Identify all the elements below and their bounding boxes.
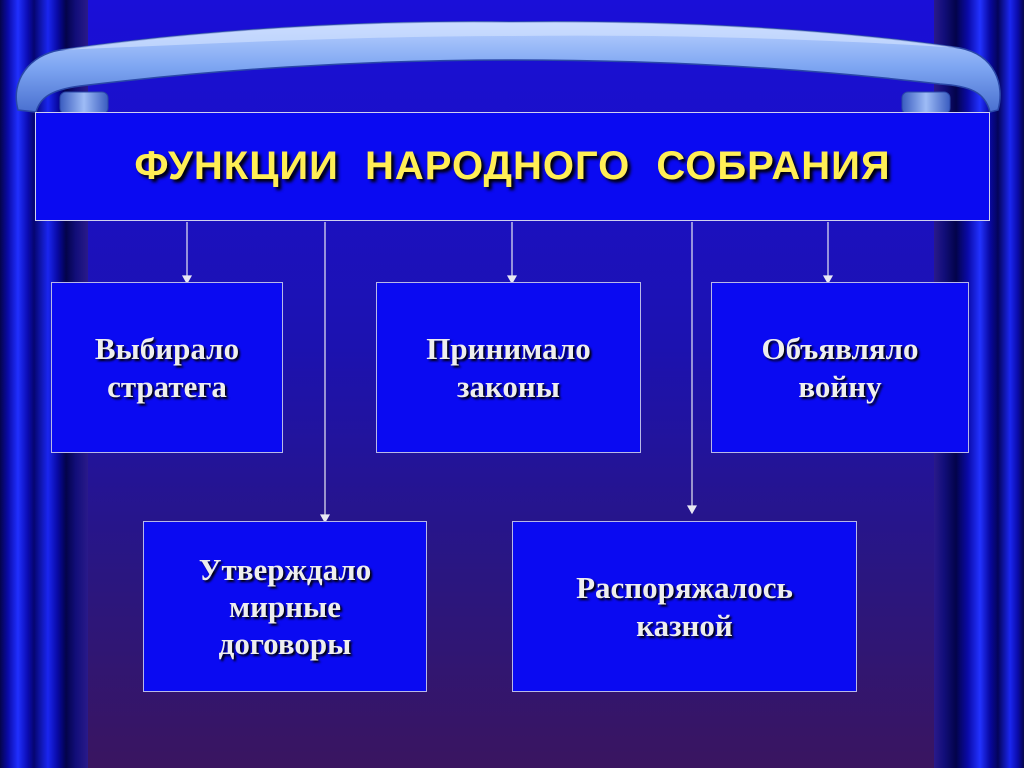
title-box: ФУНКЦИИ НАРОДНОГО СОБРАНИЯ <box>35 112 990 221</box>
function-label: Выбирало стратега <box>94 331 240 404</box>
function-label: Объявляло войну <box>761 331 919 404</box>
function-box-manage-treasury: Распоряжалось казной <box>512 521 857 692</box>
function-box-approve-treaties: Утверждало мирные договоры <box>143 521 427 692</box>
function-label: Распоряжалось казной <box>576 570 793 643</box>
scroll-banner <box>15 20 1001 115</box>
function-label: Принимало законы <box>426 331 591 404</box>
function-box-adopt-laws: Принимало законы <box>376 282 641 453</box>
arrow-head <box>686 505 698 515</box>
function-box-elect-strategist: Выбирало стратега <box>51 282 283 453</box>
page-title: ФУНКЦИИ НАРОДНОГО СОБРАНИЯ <box>134 144 891 188</box>
function-label: Утверждало мирные договоры <box>198 551 372 662</box>
function-box-declare-war: Объявляло войну <box>711 282 969 453</box>
